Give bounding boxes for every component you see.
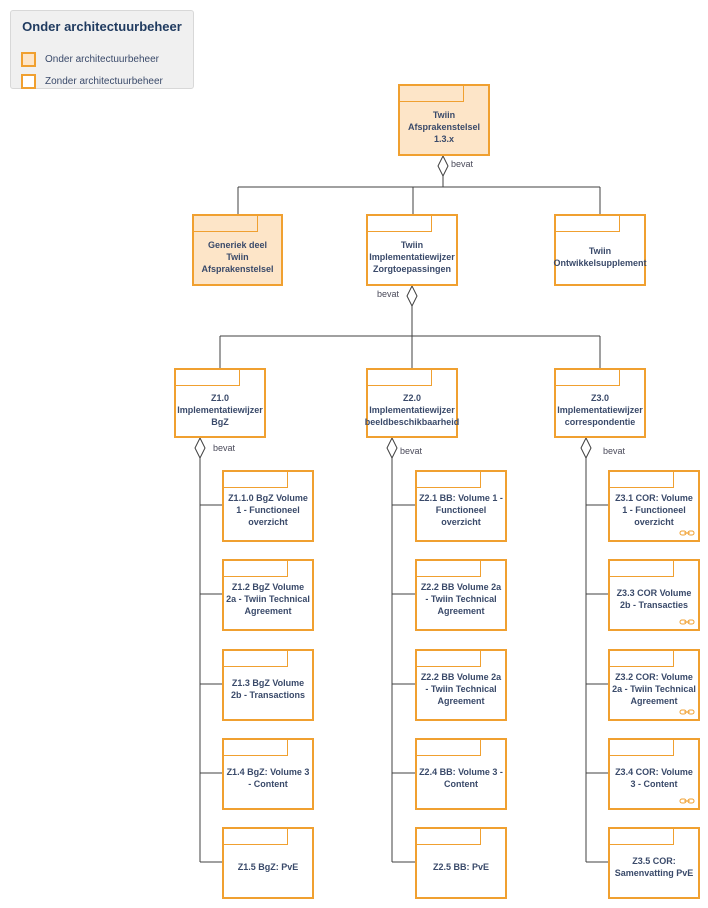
node-z1-bgz[interactable]: Z1.0 Implementatiewijzer BgZ [174,368,266,438]
relation-label-z1: bevat [213,443,236,453]
link-icon [679,798,695,804]
node-z3-correspondentie[interactable]: Z3.0 Implementatiewijzer correspondentie [554,368,646,438]
node-z2-4[interactable]: Z2.4 BB: Volume 3 - Content [415,738,507,810]
node-z3-4[interactable]: Z3.4 COR: Volume 3 - Content [608,738,700,810]
legend-title: Onder architectuurbeheer [22,19,182,34]
node-label: Z1.5 BgZ: PvE [237,862,299,872]
node-label: Z2.2 BB Volume 2a - Twiin Technical Agre… [420,582,502,616]
node-label: Twiin Afsprakenstelsel 1.3.x [407,110,481,144]
node-label: Z2.0 Implementatiewijzer beeldbeschikbaa… [364,393,460,427]
relation-label-z2: bevat [400,446,423,456]
node-label: Z2.5 BB: PvE [432,862,490,872]
legend-item-unmanaged: Zonder architectuurbeheer [21,73,163,89]
node-label: Z3.5 COR: Samenvatting PvE [614,856,694,878]
node-z2-1[interactable]: Z2.1 BB: Volume 1 - Functioneel overzich… [415,470,507,542]
node-label: Z3.1 COR: Volume 1 - Functioneel overzic… [615,493,693,527]
node-twiin-afsprakenstelsel[interactable]: Twiin Afsprakenstelsel 1.3.x [398,84,490,156]
link-icon [679,619,695,625]
node-z3-2[interactable]: Z3.3 COR Volume 2b - Transacties [608,559,700,631]
node-label: Z3.0 Implementatiewijzer correspondentie [557,393,643,427]
node-label: Generiek deel Twiin Afsprakenstelsel [201,240,274,274]
node-z1-2[interactable]: Z1.2 BgZ Volume 2a - Twiin Technical Agr… [222,559,314,631]
aggregation-diamond-zorg [406,284,418,308]
legend-swatch-managed [21,51,36,67]
node-label: Twiin Implementatiewijzer Zorgtoepassing… [369,240,455,274]
node-label: Z1.4 BgZ: Volume 3 - Content [226,767,310,789]
node-label: Z2.4 BB: Volume 3 - Content [419,767,503,789]
node-implementatiewijzer-zorgtoepassingen[interactable]: Twiin Implementatiewijzer Zorgtoepassing… [366,214,458,286]
node-z1-4[interactable]: Z1.4 BgZ: Volume 3 - Content [222,738,314,810]
node-z1-5[interactable]: Z1.5 BgZ: PvE [222,827,314,899]
node-z1-3[interactable]: Z1.3 BgZ Volume 2b - Transactions [222,649,314,721]
node-z1-1[interactable]: Z1.1.0 BgZ Volume 1 - Functioneel overzi… [222,470,314,542]
node-z2-3[interactable]: Z2.2 BB Volume 2a - Twiin Technical Agre… [415,649,507,721]
node-label: Z2.2 BB Volume 2a - Twiin Technical Agre… [420,672,502,706]
legend-label-unmanaged: Zonder architectuurbeheer [45,75,163,87]
node-z2-5[interactable]: Z2.5 BB: PvE [415,827,507,899]
node-label: Z3.3 COR Volume 2b - Transacties [616,588,692,610]
node-label: Z1.2 BgZ Volume 2a - Twiin Technical Agr… [226,582,310,616]
node-z2-2[interactable]: Z2.2 BB Volume 2a - Twiin Technical Agre… [415,559,507,631]
relation-label-z3: bevat [603,446,626,456]
node-label: Z3.4 COR: Volume 3 - Content [615,767,693,789]
node-label: Z3.2 COR: Volume 2a - Twiin Technical Ag… [612,672,696,706]
node-z3-5[interactable]: Z3.5 COR: Samenvatting PvE [608,827,700,899]
node-label: Z1.1.0 BgZ Volume 1 - Functioneel overzi… [228,493,308,527]
node-z3-3[interactable]: Z3.2 COR: Volume 2a - Twiin Technical Ag… [608,649,700,721]
node-z2-beeldbeschikbaarheid[interactable]: Z2.0 Implementatiewijzer beeldbeschikbaa… [365,368,459,438]
relation-label-zorg: bevat [377,289,400,299]
relation-label-root: bevat [451,159,474,169]
legend-item-managed: Onder architectuurbeheer [21,51,159,67]
aggregation-diamond-z3 [580,436,592,460]
link-icon [679,709,695,715]
aggregation-diamond-z1 [194,436,206,460]
node-ontwikkelsupplement[interactable]: Twiin Ontwikkelsupplement [553,214,647,286]
legend-label-managed: Onder architectuurbeheer [45,53,159,65]
legend: Onder architectuurbeheer Onder architect… [10,10,194,89]
link-icon [679,530,695,536]
node-label: Z2.1 BB: Volume 1 - Functioneel overzich… [419,493,503,527]
node-label: Z1.3 BgZ Volume 2b - Transactions [230,678,306,700]
aggregation-diamond-z2 [386,436,398,460]
node-label: Twiin Ontwikkelsupplement [553,246,647,268]
node-generiek-deel[interactable]: Generiek deel Twiin Afsprakenstelsel [192,214,283,286]
node-z3-1[interactable]: Z3.1 COR: Volume 1 - Functioneel overzic… [608,470,700,542]
legend-swatch-unmanaged [21,73,36,89]
aggregation-diamond-root [437,154,449,178]
node-label: Z1.0 Implementatiewijzer BgZ [177,393,263,427]
